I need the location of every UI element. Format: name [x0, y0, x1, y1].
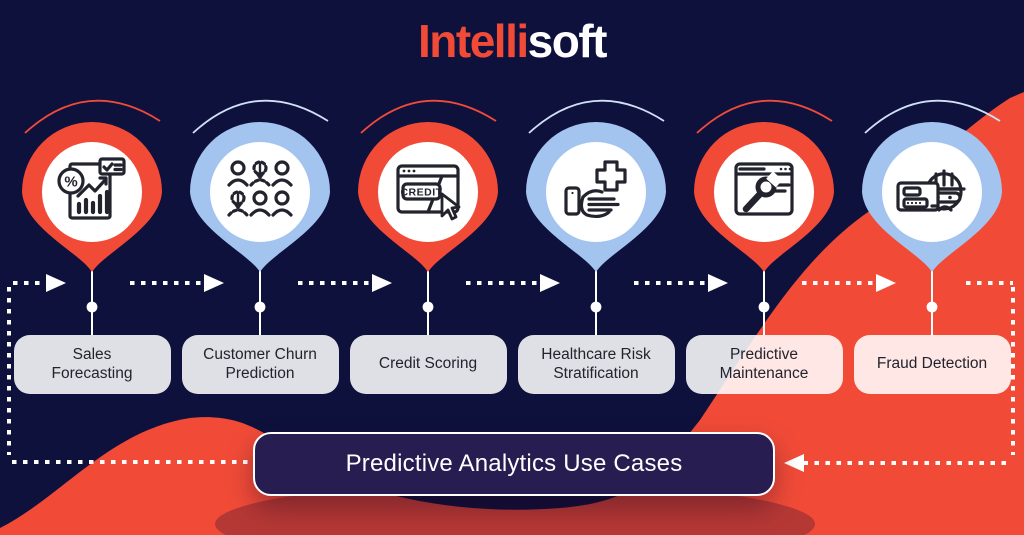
- pin-arc-2: [192, 99, 329, 134]
- customer-churn-icon: [227, 160, 293, 217]
- label-line: Credit Scoring: [378, 355, 478, 373]
- pin-credit-scoring: CREDIT: [353, 120, 503, 280]
- label-line: Sales: [72, 345, 112, 363]
- svg-text:%: %: [64, 174, 77, 191]
- label-line: Stratification: [553, 364, 639, 382]
- pin-fraud-detection: [857, 120, 1007, 280]
- healthcare-risk-icon: [564, 160, 627, 219]
- brand-logo-part1: Intelli: [418, 15, 529, 67]
- fraud-detection-icon: [896, 169, 966, 212]
- brand-logo: Intellisoft: [0, 16, 1024, 67]
- label-line: Fraud Detection: [876, 355, 988, 373]
- svg-text:CREDIT: CREDIT: [400, 187, 442, 199]
- label-fraud-detection: Fraud Detection: [853, 335, 1011, 394]
- label-credit-scoring: Credit Scoring: [349, 335, 507, 394]
- title-banner-label: Predictive Analytics Use Cases: [345, 450, 683, 477]
- dashed-flow-arrows: [13, 274, 1013, 292]
- pin-arc-6: [864, 99, 1001, 134]
- brand-logo-part2: soft: [527, 15, 608, 67]
- pin-arc-5: [696, 99, 833, 134]
- pin-customer-churn: [185, 120, 335, 280]
- left-return-path: [7, 287, 250, 464]
- label-line: Forecasting: [51, 364, 133, 382]
- pin-arc-1: [24, 99, 161, 134]
- credit-scoring-icon: CREDIT: [396, 164, 461, 221]
- pin-predictive-maintenance: [689, 120, 839, 280]
- pin-arc-4: [528, 99, 665, 134]
- predictive-maintenance-icon: [734, 162, 794, 216]
- pin-healthcare-risk: [521, 120, 671, 280]
- label-line: Maintenance: [719, 364, 809, 382]
- pin-sales-forecasting: %: [17, 120, 167, 280]
- label-line: Prediction: [225, 364, 295, 382]
- right-return-path: [784, 287, 1015, 472]
- sales-forecasting-icon: %: [57, 157, 126, 220]
- label-line: Healthcare Risk: [541, 345, 651, 363]
- pin-stems: [86, 270, 938, 335]
- label-line: Predictive: [729, 345, 799, 363]
- pin-arc-3: [360, 99, 497, 134]
- label-line: Customer Churn: [203, 345, 317, 363]
- title-banner: Predictive Analytics Use Cases: [253, 432, 775, 496]
